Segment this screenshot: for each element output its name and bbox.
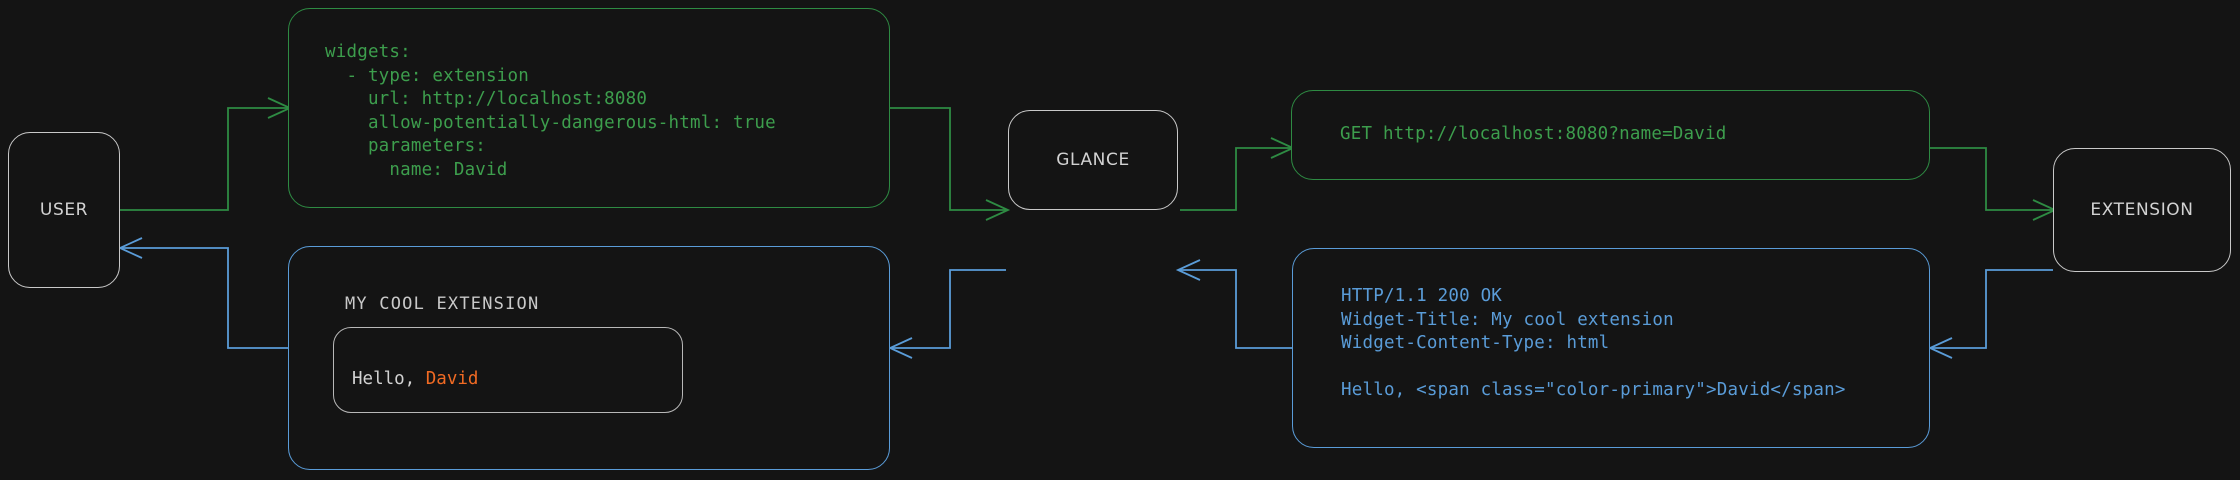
widget-preview-card: Hello, David — [333, 327, 683, 413]
node-extension-label: EXTENSION — [2090, 200, 2194, 220]
panel-rendered-widget: MY COOL EXTENSION Hello, David — [288, 246, 890, 470]
http-response-code: HTTP/1.1 200 OK Widget-Title: My cool ex… — [1341, 286, 1846, 400]
http-request-code: GET http://localhost:8080?name=David — [1340, 124, 1727, 144]
arrowhead-extension-to-response — [1927, 337, 1953, 359]
edge-request-to-extension — [1930, 147, 2053, 211]
panel-http-response: HTTP/1.1 200 OK Widget-Title: My cool ex… — [1292, 248, 1930, 448]
edge-glance-to-widget — [892, 269, 1006, 349]
arrowhead-config-to-glance — [985, 199, 1011, 221]
widget-greeting-prefix: Hello, — [352, 369, 426, 389]
edge-glance-to-request — [1180, 147, 1291, 211]
edge-config-to-glance — [890, 107, 1006, 211]
node-extension[interactable]: EXTENSION — [2053, 148, 2231, 272]
arrowhead-glance-to-widget — [887, 337, 913, 359]
edge-widget-to-user — [122, 247, 288, 349]
panel-http-request: GET http://localhost:8080?name=David — [1291, 90, 1930, 180]
arrowhead-request-to-extension — [2032, 199, 2058, 221]
edge-response-to-glance — [1180, 269, 1292, 349]
arrowhead-response-to-glance — [1175, 259, 1201, 281]
widget-title: MY COOL EXTENSION — [345, 294, 540, 314]
node-user-label: USER — [39, 200, 89, 220]
widget-greeting: Hello, David — [352, 369, 478, 389]
panel-config-yaml: widgets: - type: extension url: http://l… — [288, 8, 890, 208]
arrowhead-glance-to-request — [1270, 137, 1296, 159]
node-glance-label: GLANCE — [1056, 150, 1130, 170]
edge-user-to-config — [120, 107, 288, 211]
node-glance[interactable]: GLANCE — [1008, 110, 1178, 210]
widget-greeting-name: David — [425, 369, 479, 389]
arrowhead-widget-to-user — [117, 237, 143, 259]
arrowhead-user-to-config — [267, 97, 293, 119]
edge-extension-to-response — [1932, 269, 2053, 349]
config-yaml-code: widgets: - type: extension url: http://l… — [325, 42, 776, 180]
node-user[interactable]: USER — [8, 132, 120, 288]
